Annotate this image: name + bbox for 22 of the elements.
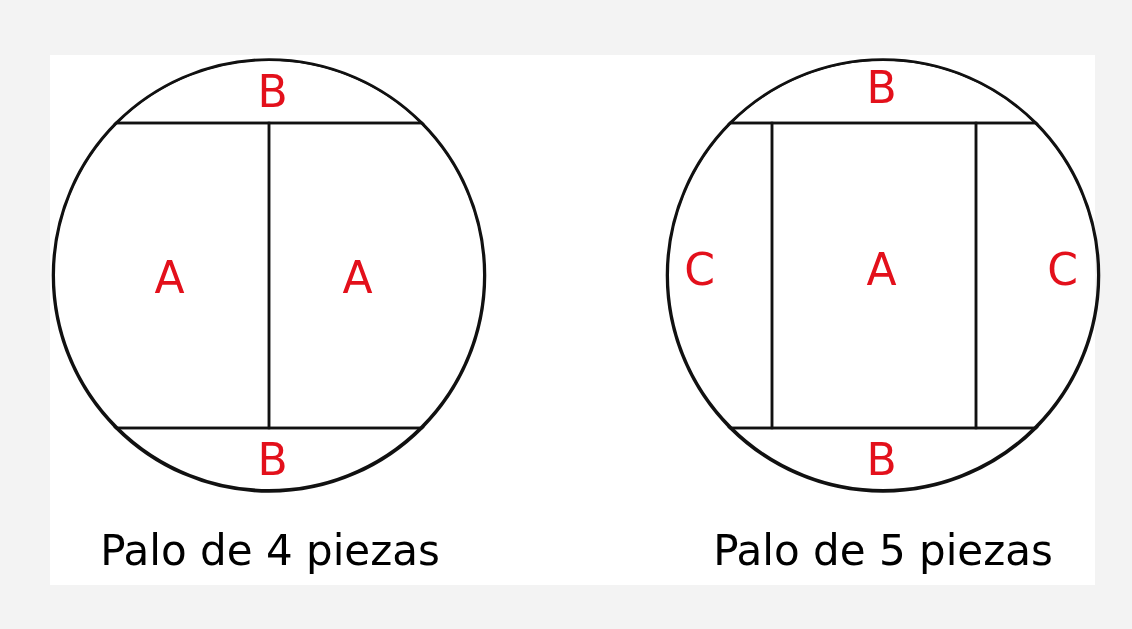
piece-letter: A	[154, 255, 185, 300]
piece-letter: C	[684, 247, 715, 292]
circle-outline	[667, 59, 1099, 491]
piece-letter: A	[342, 255, 373, 300]
log-piece	[52, 122, 269, 428]
piece-letter: C	[1047, 247, 1078, 292]
node-label: Palo de 4 piezas	[100, 530, 440, 572]
log-piece	[115, 58, 422, 123]
log-piece	[771, 122, 976, 428]
log-piece	[729, 58, 1036, 123]
piece-letter: B	[866, 437, 897, 482]
log-piece	[268, 122, 485, 428]
piece-letter: B	[257, 437, 288, 482]
log-piece	[975, 122, 1099, 428]
log-piece	[115, 427, 422, 491]
log-piece	[729, 427, 1036, 491]
log-piece	[666, 122, 772, 428]
piece-letter: A	[866, 247, 897, 292]
piece-letter: B	[257, 69, 288, 114]
node-label: Palo de 5 piezas	[713, 530, 1053, 572]
circle-outline	[53, 59, 485, 491]
piece-letter: B	[866, 65, 897, 110]
